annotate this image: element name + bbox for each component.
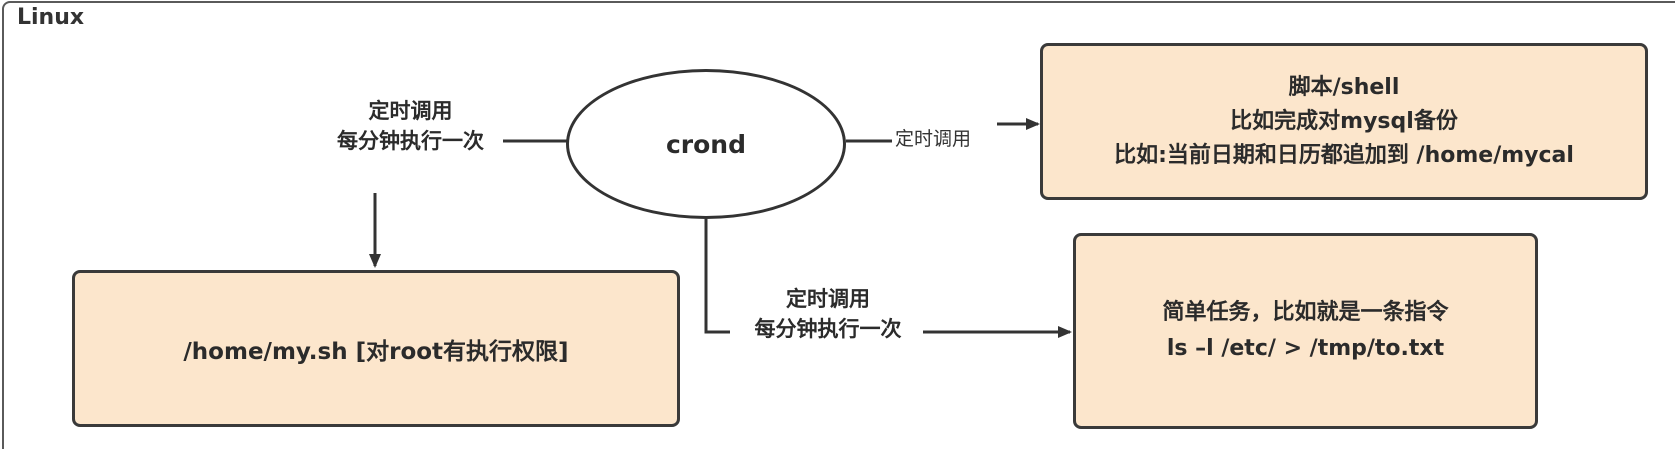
bottom-edge-label: 定时调用 每分钟执行一次 xyxy=(733,284,923,344)
simple-task-box-line-1: 简单任务，比如就是一条指令 xyxy=(1162,300,1449,325)
script-box-line-3: 比如:当前日期和日历都追加到 /home/mycal xyxy=(1114,142,1574,168)
my-sh-box-line-1: /home/my.sh [对root有执行权限] xyxy=(183,338,569,365)
edge-crond-to-simple-task xyxy=(704,219,730,334)
top-right-edge-label: 定时调用 xyxy=(895,124,972,151)
crond-node: crond xyxy=(566,69,846,219)
script-box-line-1: 脚本/shell xyxy=(1288,74,1400,100)
script-box: 脚本/shell 比如完成对mysql备份 比如:当前日期和日历都追加到 /ho… xyxy=(1040,43,1648,200)
simple-task-box-line-2: ls –l /etc/ > /tmp/to.txt xyxy=(1166,336,1445,361)
simple-task-box: 简单任务，比如就是一条指令 ls –l /etc/ > /tmp/to.txt xyxy=(1073,233,1538,429)
script-box-line-2: 比如完成对mysql备份 xyxy=(1230,108,1458,134)
left-edge-label: 定时调用 每分钟执行一次 xyxy=(318,96,503,156)
crond-label: crond xyxy=(665,129,747,159)
frame-title: Linux xyxy=(17,5,85,30)
my-sh-box: /home/my.sh [对root有执行权限] xyxy=(72,270,680,427)
